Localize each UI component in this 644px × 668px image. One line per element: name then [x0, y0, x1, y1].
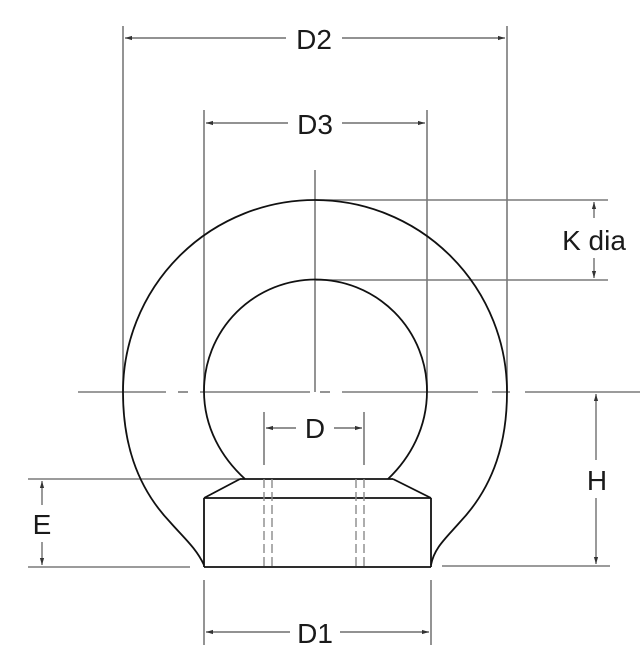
dimension-e: E [33, 481, 52, 565]
label-k-dia: K dia [562, 225, 626, 256]
dimension-d1: D1 [206, 618, 429, 649]
dimension-h: H [587, 394, 607, 564]
extension-lines [28, 26, 640, 645]
label-d1: D1 [297, 618, 333, 649]
dimension-k-dia: K dia [562, 202, 626, 278]
label-d: D [305, 413, 325, 444]
label-h: H [587, 465, 607, 496]
thread-hidden-lines [263, 479, 365, 567]
label-d2: D2 [296, 24, 332, 55]
dimension-d2: D2 [125, 24, 505, 55]
dimension-d: D [266, 413, 362, 444]
dimension-d3: D3 [206, 109, 425, 140]
eye-nut-outline [122, 199, 508, 568]
label-d3: D3 [297, 109, 333, 140]
center-lines [78, 170, 510, 393]
label-e: E [33, 509, 52, 540]
